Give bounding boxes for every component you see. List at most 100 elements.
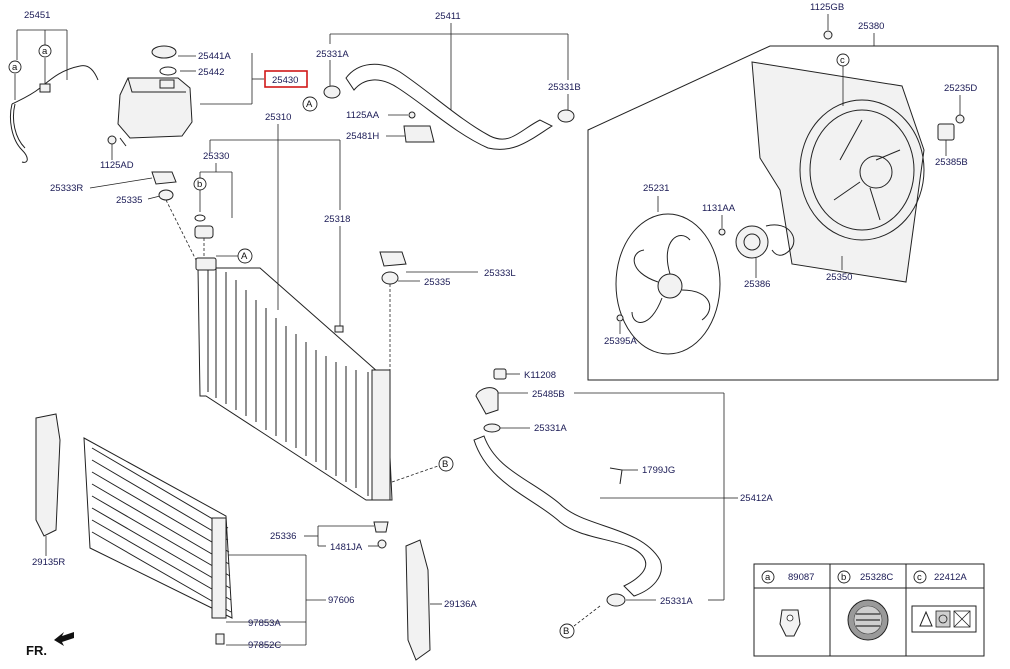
label-97852C: 97852C bbox=[248, 640, 281, 651]
lower-hose bbox=[473, 435, 662, 597]
callout-B-radiator: B bbox=[442, 459, 448, 470]
lower-hose-group: K11208 25485B 25331A 1799JG 25412A 25331… bbox=[473, 368, 773, 639]
fan-shroud-group: 1125GB 25380 c 25235D 25385B 25231 1131A… bbox=[587, 2, 999, 381]
fan-motor-25386 bbox=[735, 225, 769, 259]
bolt-1131AA bbox=[718, 228, 726, 236]
bolt-1125AD bbox=[107, 135, 117, 145]
callout-A-radiator: A bbox=[241, 251, 248, 262]
callout-a-right: a bbox=[42, 46, 48, 57]
label-25333L: 25333L bbox=[484, 268, 516, 279]
label-25310: 25310 bbox=[265, 112, 291, 123]
clamp-25331A-mid bbox=[483, 423, 501, 433]
radiator-assembly: A B 25310 25318 bbox=[195, 112, 454, 501]
label-25380: 25380 bbox=[858, 21, 884, 32]
label-29135R: 29135R bbox=[32, 557, 65, 568]
callout-a-left: a bbox=[12, 62, 18, 73]
bolt-1125GB bbox=[823, 30, 833, 40]
air-guard-29136A bbox=[405, 539, 431, 661]
label-25395A: 25395A bbox=[604, 336, 637, 347]
upper-hose bbox=[345, 63, 554, 150]
connector-25385B bbox=[937, 123, 955, 141]
bolt-25395A bbox=[616, 314, 624, 322]
label-25333R: 25333R bbox=[50, 183, 83, 194]
label-1125AD: 1125AD bbox=[100, 160, 134, 171]
front-label: FR. bbox=[26, 643, 47, 658]
label-25441A: 25441A bbox=[198, 51, 231, 62]
label-25331B: 25331B bbox=[548, 82, 581, 93]
label-25411: 25411 bbox=[435, 11, 461, 22]
label-1481JA: 1481JA bbox=[330, 542, 363, 553]
radiator-cap-25330 bbox=[194, 225, 214, 239]
bolt-1125AA bbox=[408, 111, 416, 119]
mount-group-left: 25333R 25335 25330 b bbox=[50, 151, 233, 261]
label-1131AA: 1131AA bbox=[702, 203, 736, 214]
label-25481H: 25481H bbox=[346, 131, 379, 142]
label-25385B: 25385B bbox=[935, 157, 968, 168]
hose-fitting-25485B bbox=[475, 387, 499, 415]
label-25412A: 25412A bbox=[740, 493, 773, 504]
mount-group-right: 25333L 25335 bbox=[379, 251, 516, 372]
insulator-25335-top bbox=[158, 189, 174, 201]
highlight-box-25430 bbox=[264, 70, 308, 88]
label-25331A-top: 25331A bbox=[316, 49, 349, 60]
label-1799JG: 1799JG bbox=[642, 465, 675, 476]
label-29136A: 29136A bbox=[444, 599, 477, 610]
bracket-25481H bbox=[403, 125, 435, 143]
label-25331A-bot: 25331A bbox=[660, 596, 693, 607]
overflow-hose bbox=[9, 65, 99, 163]
front-indicator: FR. bbox=[26, 632, 74, 658]
cap-seal bbox=[159, 66, 177, 76]
label-25318: 25318 bbox=[324, 214, 350, 225]
drain-plug-group: 25336 1481JA bbox=[270, 521, 389, 553]
bracket-25333L bbox=[379, 251, 407, 267]
bracket-25333R bbox=[151, 171, 177, 185]
front-arrow-icon bbox=[54, 632, 74, 646]
hose-clip-icon bbox=[779, 609, 801, 637]
label-K11208: K11208 bbox=[524, 370, 556, 381]
legend-callout-c: c bbox=[917, 572, 922, 583]
upper-hose-group: 25411 25331A A 25331B 1125AA 25481H bbox=[302, 11, 581, 150]
reservoir-tank bbox=[117, 77, 193, 139]
label-97853A: 97853A bbox=[248, 618, 281, 629]
callout-B-hose: B bbox=[563, 626, 569, 637]
drain-plug-25336 bbox=[373, 521, 389, 533]
receiver-drier-97606 bbox=[211, 517, 227, 619]
legend-table: a 89087 b 25328C c 22412A bbox=[753, 563, 985, 657]
label-1125AA: 1125AA bbox=[346, 110, 380, 121]
legend-code-c: 22412A bbox=[934, 572, 967, 583]
clip-25318 bbox=[334, 325, 344, 333]
clip-25235D bbox=[955, 114, 965, 124]
legend-code-a: 89087 bbox=[788, 572, 814, 583]
label-25235D: 25235D bbox=[944, 83, 977, 94]
reservoir-hose-group: a a 25451 25441A 25442 25430 1125AD bbox=[8, 10, 308, 171]
clamp-25331A-bot bbox=[606, 593, 626, 607]
label-97606: 97606 bbox=[328, 595, 354, 606]
fan-callout-frame bbox=[587, 45, 999, 381]
callout-b-cap: b bbox=[197, 179, 202, 190]
label-25231: 25231 bbox=[643, 183, 669, 194]
condenser-core bbox=[83, 437, 233, 619]
legend-callout-b: b bbox=[841, 572, 846, 583]
legend-code-b: 25328C bbox=[860, 572, 893, 583]
condenser-assembly: 29135R 97606 97853A 97852C 29136A bbox=[32, 413, 477, 661]
insulator-25335-mid bbox=[381, 271, 399, 285]
label-25442: 25442 bbox=[198, 67, 224, 78]
label-25485B: 25485B bbox=[532, 389, 565, 400]
label-25335-mid: 25335 bbox=[424, 277, 450, 288]
warning-label-icon bbox=[911, 605, 977, 633]
label-25350: 25350 bbox=[826, 272, 852, 283]
label-25336: 25336 bbox=[270, 531, 296, 542]
radiator-core bbox=[197, 267, 393, 501]
label-25330: 25330 bbox=[203, 151, 229, 162]
label-25386: 25386 bbox=[744, 279, 770, 290]
reservoir-cap bbox=[151, 45, 177, 59]
callout-c-shroud: c bbox=[840, 55, 845, 66]
clip-1481JA bbox=[377, 539, 387, 549]
callout-A-hose: A bbox=[306, 99, 313, 110]
label-25331A-mid: 25331A bbox=[534, 423, 567, 434]
clamp-25331A-top bbox=[323, 85, 341, 99]
label-25430: 25430 bbox=[272, 75, 298, 86]
plug-97852C bbox=[215, 633, 225, 645]
label-1125GB: 1125GB bbox=[810, 2, 844, 13]
